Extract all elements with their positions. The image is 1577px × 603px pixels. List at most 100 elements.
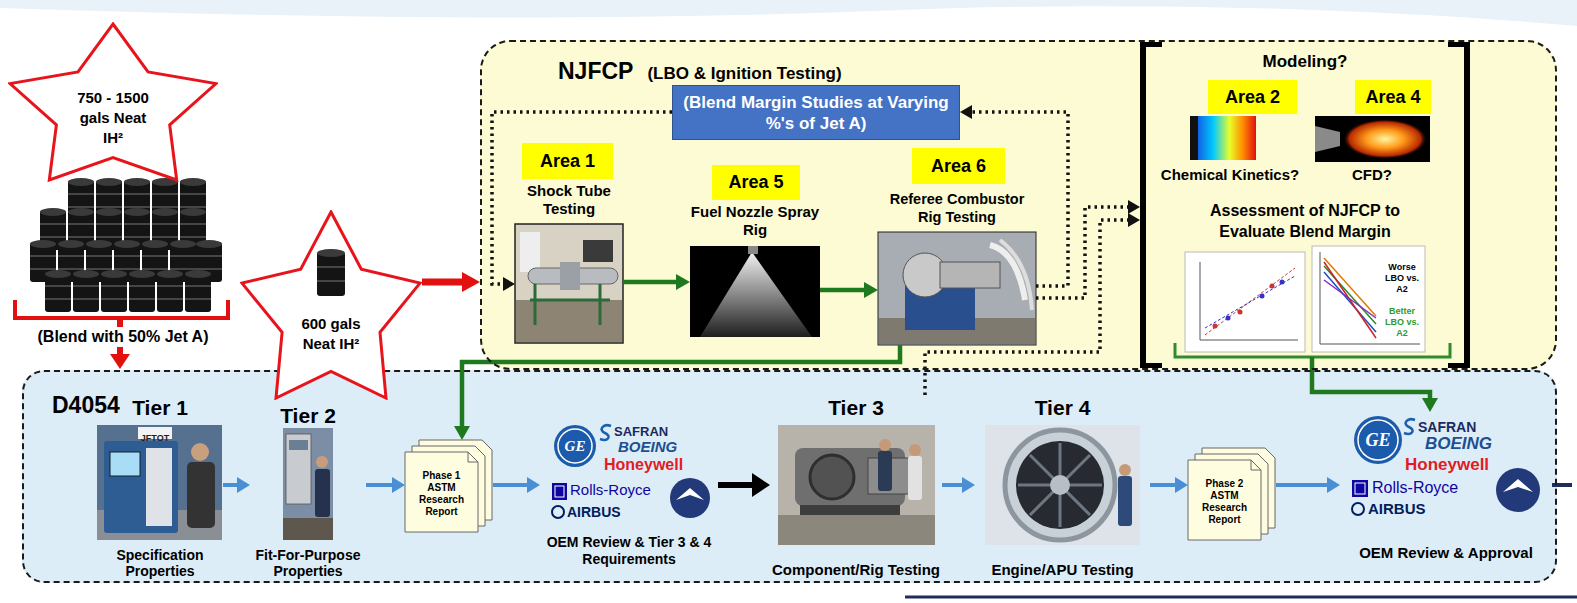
- node-text: Tier 1: [132, 395, 188, 420]
- rig-photo: [879, 439, 891, 451]
- lab-photo: [316, 456, 328, 468]
- modeling-bracket: Modeling? Area 2 Chemical Kinetics? Area 4 C…: [1140, 42, 1470, 368]
- node-text: Modeling?: [1263, 52, 1348, 72]
- rig-photo: [908, 456, 922, 500]
- rig-photo: [800, 505, 900, 515]
- barrel-pile: [101, 270, 127, 312]
- flow-arrow: [366, 483, 396, 487]
- lab-photo: [315, 469, 330, 517]
- spray-photo: [748, 246, 758, 254]
- oem-logos: [1404, 419, 1415, 434]
- blend-chart: [1200, 262, 1298, 340]
- lbo-chart: [1312, 246, 1425, 352]
- oem-logos: [1355, 483, 1365, 494]
- document-stack: [468, 452, 478, 462]
- oem-review-box: OEM Review & Tier 3 & 4 RequirementsGESA…: [540, 420, 718, 568]
- engine-photo: [1118, 476, 1132, 526]
- label-holder: Rolls-Royce: [570, 481, 651, 499]
- label-holder: BOEING: [618, 438, 677, 456]
- cfd-image: [1315, 116, 1430, 162]
- node-caption: Specification Properties: [97, 547, 223, 579]
- model-image-box: CFD?: [1312, 112, 1432, 184]
- dotted-connector: [1036, 207, 1132, 298]
- label-holder: Worse LBO vs. A2: [1380, 262, 1424, 296]
- shock-tube-photo: [515, 224, 623, 343]
- node-text: OEM Review & Approval: [1359, 544, 1533, 562]
- oem-logos: [1354, 416, 1402, 464]
- kinetics-image: [1190, 116, 1198, 160]
- oem-logos: [554, 425, 596, 467]
- study-box: (Blend Margin Studies at Varying %'s of …: [672, 85, 960, 140]
- node-text: Shock Tube Testing: [515, 182, 623, 218]
- jftot-photo: [191, 443, 209, 461]
- barrel-pile: [185, 270, 211, 312]
- lbo-chart: [1312, 246, 1425, 352]
- note-label: (Blend with 50% Jet A): [35, 327, 212, 347]
- node-text: Area 1: [540, 151, 595, 172]
- cfd-image: [1315, 126, 1340, 152]
- area-tag: Area 6: [912, 148, 1005, 184]
- lab-photo: [289, 440, 308, 450]
- rig-photo: [810, 455, 854, 499]
- dotted-connector: [492, 112, 672, 284]
- lab-photo: [283, 518, 333, 540]
- oem-logos: [600, 425, 611, 440]
- engine-photo: [1050, 475, 1070, 495]
- label-holder: (Blend with 50% Jet A): [12, 327, 234, 347]
- green-bracket: [1310, 357, 1315, 368]
- node-text: Tier 3: [828, 395, 884, 420]
- node-text: CFD?: [1352, 166, 1392, 184]
- document-stack: [1251, 460, 1261, 470]
- supply-star: 600 gals Neat IH²: [240, 210, 422, 400]
- rig-photo-box: Shock Tube Testing: [515, 182, 623, 344]
- engine-photo: [1018, 443, 1102, 527]
- logo-text: Rolls-Royce: [1372, 478, 1458, 497]
- region-fill: [480, 40, 1557, 370]
- flow-arrow: [422, 279, 468, 286]
- blend-chart: [1205, 276, 1295, 328]
- node-text: Area 4: [1365, 87, 1420, 108]
- area-tag: Area 5: [712, 165, 800, 200]
- shock-tube-photo: [515, 224, 623, 343]
- jftot-photo: [146, 448, 172, 526]
- node-text: Area 2: [1225, 87, 1280, 108]
- model-image-box: Chemical Kinetics?: [1155, 116, 1305, 184]
- bracket-stubs: [1140, 45, 1470, 366]
- combustor-photo: [878, 232, 1036, 345]
- flow-arrow: [223, 483, 241, 487]
- logo-text: BOEING: [618, 438, 677, 456]
- logo-text: Honeywell: [1405, 455, 1489, 475]
- node-text: Referee Combustor Rig Testing: [878, 190, 1036, 226]
- oem-logos: [552, 483, 567, 500]
- combustor-photo: [940, 262, 1000, 288]
- node-text: (Blend Margin Studies at Varying %'s of …: [681, 92, 951, 134]
- blend-chart: [1213, 324, 1218, 329]
- blend-chart: [1226, 316, 1231, 321]
- rig-photo-box: Fuel Nozzle Spray Rig: [690, 203, 820, 339]
- flow-arrow: [462, 345, 900, 431]
- barrel-pile: [129, 270, 155, 312]
- label-holder: Rolls-Royce: [1372, 478, 1458, 497]
- region-fill: [22, 370, 1557, 583]
- logo-text: GE: [565, 436, 586, 456]
- label-holder: JFTOT: [138, 427, 172, 445]
- tier-box: Tier 3Component/Rig Testing: [770, 395, 942, 579]
- logo-text: GE: [1365, 429, 1390, 451]
- oem-logos: [1496, 468, 1540, 512]
- combustor-photo: [990, 245, 1025, 300]
- rig-photo: [778, 425, 935, 545]
- lbo-chart: [1324, 280, 1376, 318]
- label-holder: Honeywell: [1405, 455, 1489, 475]
- oem-logos: [558, 429, 592, 463]
- logo-text: BOEING: [1425, 434, 1492, 454]
- logo-text: Honeywell: [604, 456, 683, 474]
- oem-logos: [1352, 480, 1368, 497]
- shock-tube-photo: [530, 284, 610, 325]
- label-holder: GE: [557, 436, 593, 456]
- oem-logos: [1352, 503, 1364, 515]
- blend-chart: [1205, 268, 1295, 335]
- flow-arrow: [820, 288, 869, 293]
- node-text: Phase 2 ASTM Research Report: [1195, 478, 1255, 526]
- star-outline: [10, 24, 216, 180]
- report-document: Phase 2 ASTM Research Report: [1188, 448, 1276, 540]
